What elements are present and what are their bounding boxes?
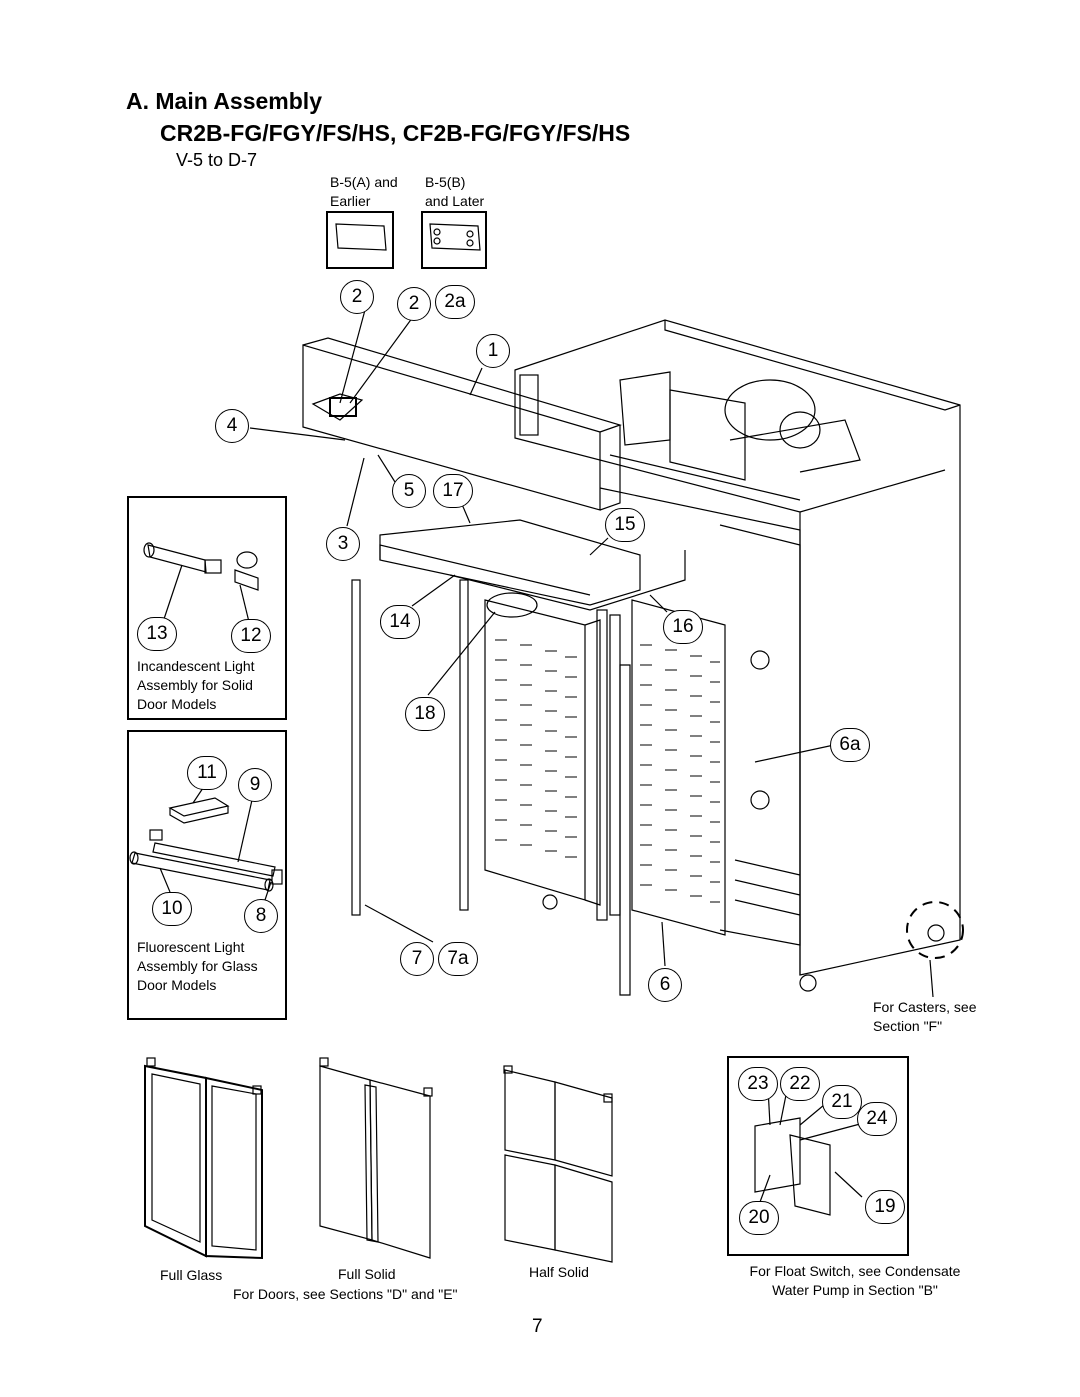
controller-a-panel <box>335 223 387 251</box>
callout-2a: 2a <box>435 285 475 319</box>
callout-19: 19 <box>865 1190 905 1224</box>
light-tray <box>379 519 641 606</box>
incandescent-light-box <box>127 496 287 720</box>
callout-15: 15 <box>605 508 645 542</box>
callout-18: 18 <box>405 697 445 731</box>
section-title: A. Main Assembly <box>126 88 322 114</box>
door-half-solid <box>503 1065 613 1263</box>
callout-17: 17 <box>433 474 473 508</box>
incandescent-caption: Incandescent Light Assembly for Solid Do… <box>137 658 255 712</box>
door-full-glass <box>144 1057 263 1260</box>
casters-note: For Casters, see Section "F" <box>873 999 977 1034</box>
callout-20: 20 <box>739 1201 779 1235</box>
fluorescent-caption: Fluorescent Light Assembly for Glass Doo… <box>137 939 258 993</box>
doors-note: For Doors, see Sections "D" and "E" <box>233 1286 458 1302</box>
callout-6: 6 <box>648 968 682 1002</box>
callout-3: 3 <box>326 527 360 561</box>
callout-8: 8 <box>244 899 278 933</box>
callout-9: 9 <box>238 768 272 802</box>
callout-4: 4 <box>215 409 249 443</box>
callout-7: 7 <box>400 942 434 976</box>
callout-5: 5 <box>392 474 426 508</box>
callout-23: 23 <box>738 1067 778 1101</box>
callout-2: 2 <box>340 280 374 314</box>
controller-variant-a-label: B-5(A) and Earlier <box>330 174 398 209</box>
controller-b-frame <box>421 211 487 269</box>
door-label-full-glass: Full Glass <box>160 1267 223 1283</box>
callout-14: 14 <box>380 605 420 639</box>
model-list: CR2B-FG/FGY/FS/HS, CF2B-FG/FGY/FS/HS <box>160 120 631 146</box>
shelf-left <box>484 599 586 901</box>
callout-6a: 6a <box>830 728 870 762</box>
float-switch-note: For Float Switch, see Condensate Water P… <box>749 1263 961 1298</box>
controller-b-panel <box>429 223 481 251</box>
callout-16: 16 <box>663 610 703 644</box>
callout-12: 12 <box>231 619 271 653</box>
shelf-rail-left <box>351 579 361 916</box>
callout-11: 11 <box>187 756 227 790</box>
callout-21: 21 <box>822 1085 862 1119</box>
callout-7a: 7a <box>438 942 478 976</box>
page-number: 7 <box>532 1316 543 1337</box>
callout-22: 22 <box>780 1067 820 1101</box>
door-full-solid <box>319 1057 433 1259</box>
door-label-full-solid: Full Solid <box>338 1266 396 1282</box>
callout-10: 10 <box>152 892 192 926</box>
float-switch-box <box>727 1056 909 1256</box>
controller-a-frame <box>326 211 394 269</box>
callout-2-variant: 2 <box>397 287 431 321</box>
serial-range: V-5 to D-7 <box>176 150 258 170</box>
callout-1: 1 <box>476 334 510 368</box>
callout-24: 24 <box>857 1102 897 1136</box>
controller-variant-b-label: B-5(B) and Later <box>425 174 485 209</box>
fluorescent-light-box <box>127 730 287 1020</box>
cabinet-body <box>514 319 961 976</box>
door-label-half-solid: Half Solid <box>529 1264 589 1280</box>
callout-13: 13 <box>137 617 177 651</box>
caster-callout-circle <box>906 901 964 959</box>
